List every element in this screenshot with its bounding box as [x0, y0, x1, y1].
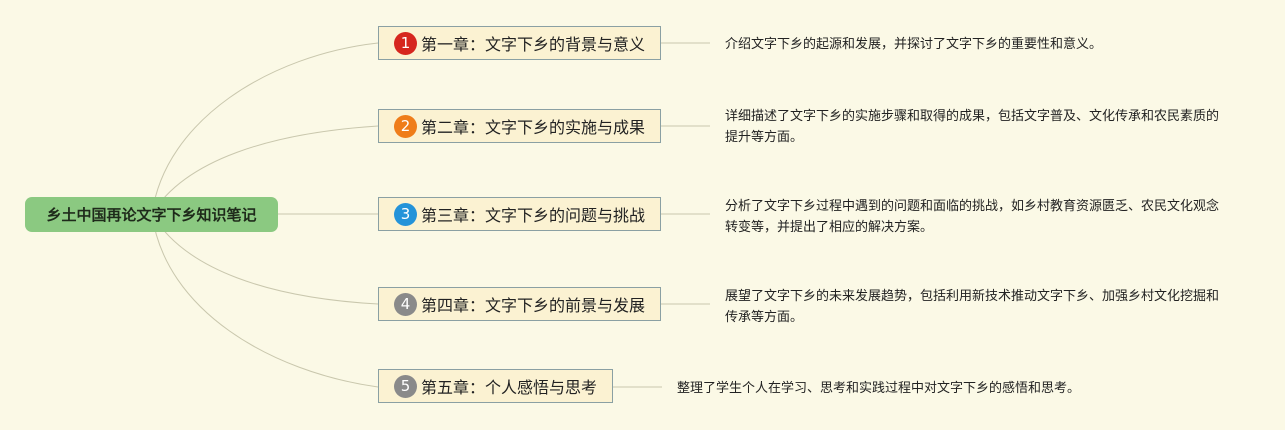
chapter-2-description: 详细描述了文字下乡的实施步骤和取得的成果，包括文字普及、文化传承和农民素质的提升… — [725, 109, 1220, 145]
chapter-3-title: 第三章：文字下乡的问题与挑战 — [421, 206, 646, 225]
chapter-5-title: 第五章：个人感悟与思考 — [421, 378, 598, 397]
chapter-2-node[interactable]: 2 第二章：文字下乡的实施与成果 — [378, 109, 661, 143]
connector-root-ch5 — [151, 213, 379, 388]
chapter-2-title: 第二章：文字下乡的实施与成果 — [421, 118, 646, 137]
connector-root-ch2 — [151, 125, 379, 215]
chapter-2-number: 2 — [400, 117, 411, 135]
chapter-3-description: 分析了文字下乡过程中遇到的问题和面临的挑战，如乡村教育资源匮乏、农民文化观念转变… — [725, 199, 1220, 235]
root-node[interactable]: 乡土中国再论文字下乡知识笔记 — [25, 197, 278, 232]
chapter-1-number: 1 — [400, 34, 411, 52]
number-4-badge-icon: 4 — [394, 292, 417, 316]
number-3-badge-icon: 3 — [394, 202, 417, 226]
chapter-3-node[interactable]: 3 第三章：文字下乡的问题与挑战 — [378, 197, 661, 231]
connector-root-ch1 — [151, 42, 379, 215]
chapter-4-number: 4 — [400, 295, 411, 313]
chapter-5-description: 整理了学生个人在学习、思考和实践过程中对文字下乡的感悟和思考。 — [677, 381, 1081, 396]
chapter-5-node[interactable]: 5 第五章：个人感悟与思考 — [378, 369, 613, 403]
chapter-1-description: 介绍文字下乡的起源和发展，并探讨了文字下乡的重要性和意义。 — [725, 37, 1103, 52]
chapter-4-description: 展望了文字下乡的未来发展趋势，包括利用新技术推动文字下乡、加强乡村文化挖掘和传承… — [725, 289, 1220, 325]
chapter-3-number: 3 — [400, 205, 411, 223]
chapter-1-title: 第一章：文字下乡的背景与意义 — [421, 35, 646, 54]
root-title: 乡土中国再论文字下乡知识笔记 — [46, 206, 257, 224]
number-5-badge-icon: 5 — [394, 374, 417, 398]
connector-root-ch4 — [151, 213, 379, 305]
chapter-5-number: 5 — [400, 377, 411, 395]
chapter-1-node[interactable]: 1 第一章：文字下乡的背景与意义 — [378, 26, 661, 60]
number-2-badge-icon: 2 — [394, 114, 417, 138]
number-1-badge-icon: 1 — [394, 31, 417, 55]
chapter-4-title: 第四章：文字下乡的前景与发展 — [421, 296, 646, 315]
chapter-4-node[interactable]: 4 第四章：文字下乡的前景与发展 — [378, 287, 661, 321]
